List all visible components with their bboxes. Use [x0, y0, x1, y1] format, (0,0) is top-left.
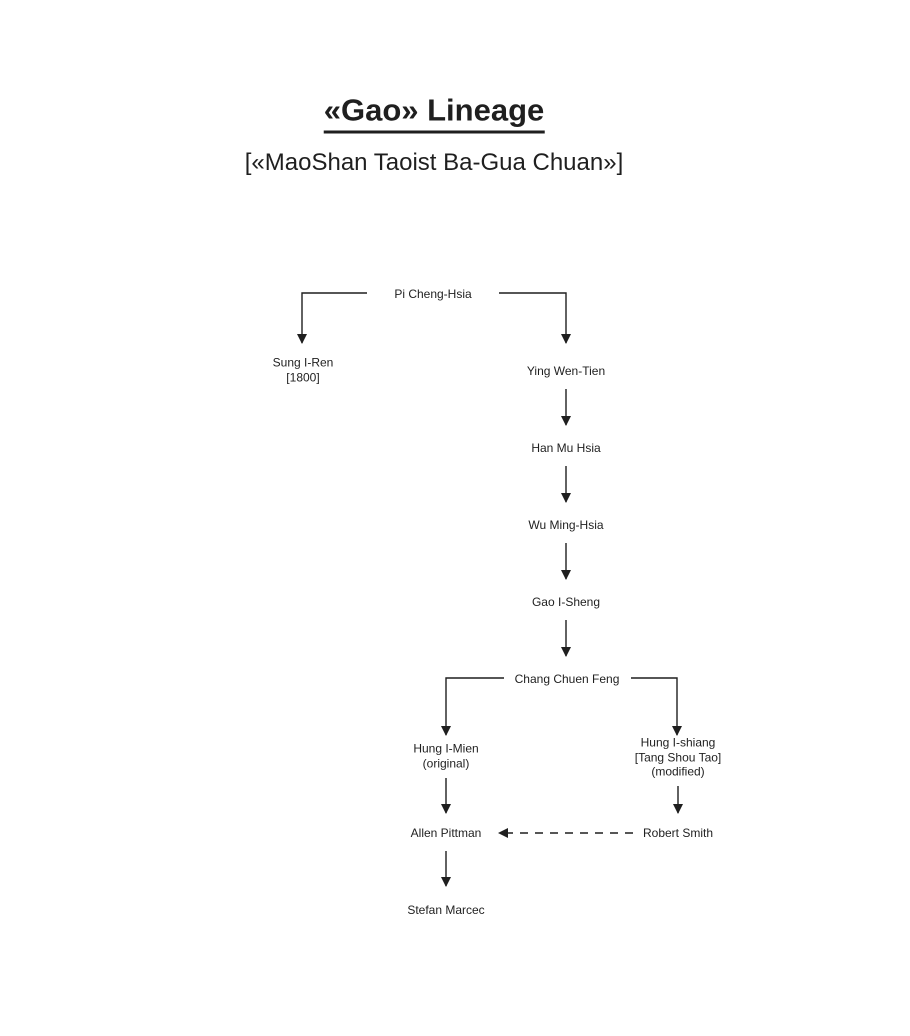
node-stefan-marcec: Stefan Marcec: [407, 903, 484, 918]
page-subtitle: [«MaoShan Taoist Ba-Gua Chuan»]: [244, 149, 624, 176]
arrow-chang-chuen-feng-to-hung-i-shiang: [631, 677, 682, 736]
node-label: Stefan Marcec: [407, 902, 485, 917]
arrow-chang-chuen-feng-to-hung-i-mien: [441, 677, 504, 736]
node-chang-chuen-feng: Chang Chuen Feng: [515, 672, 620, 687]
arrow-pi-cheng-hsia-to-sung-i-ren: [297, 292, 367, 344]
node-han-mu-hsia: Han Mu Hsia: [531, 441, 600, 456]
node-pi-cheng-hsia: Pi Cheng-Hsia: [394, 287, 471, 302]
node-label: (original): [422, 756, 470, 770]
node-label: (modified): [651, 764, 705, 779]
node-wu-ming-hsia: Wu Ming-Hsia: [528, 518, 603, 533]
node-label: Gao I-Sheng: [531, 594, 601, 609]
node-label: Wu Ming-Hsia: [528, 517, 604, 532]
node-label: Han Mu Hsia: [531, 440, 601, 455]
node-hung-i-mien: Hung I-Mien (original): [413, 742, 478, 771]
node-label: Hung I-Mien: [413, 741, 479, 756]
node-label: Allen Pittman: [410, 825, 482, 840]
page-title: «Gao» Lineage: [323, 93, 545, 134]
node-label: Hung I-shiang: [640, 735, 716, 750]
node-ying-wen-tien: Ying Wen-Tien: [527, 364, 605, 379]
node-label: Sung I-Ren: [272, 355, 334, 370]
node-gao-i-sheng: Gao I-Sheng: [532, 595, 600, 610]
node-hung-i-shiang: Hung I-shiang [Tang Shou Tao] (modified): [635, 735, 722, 779]
arrow-pi-cheng-hsia-to-ying-wen-tien: [499, 292, 571, 344]
node-label: [Tang Shou Tao]: [634, 749, 722, 764]
node-label: Robert Smith: [642, 825, 714, 840]
node-sung-i-ren: Sung I-Ren [1800]: [273, 356, 334, 385]
node-label: Pi Cheng-Hsia: [394, 286, 472, 301]
node-label: [1800]: [286, 370, 320, 384]
node-label: Ying Wen-Tien: [526, 363, 606, 378]
node-robert-smith: Robert Smith: [643, 826, 713, 841]
node-allen-pittman: Allen Pittman: [411, 826, 482, 841]
node-label: Chang Chuen Feng: [514, 671, 620, 686]
